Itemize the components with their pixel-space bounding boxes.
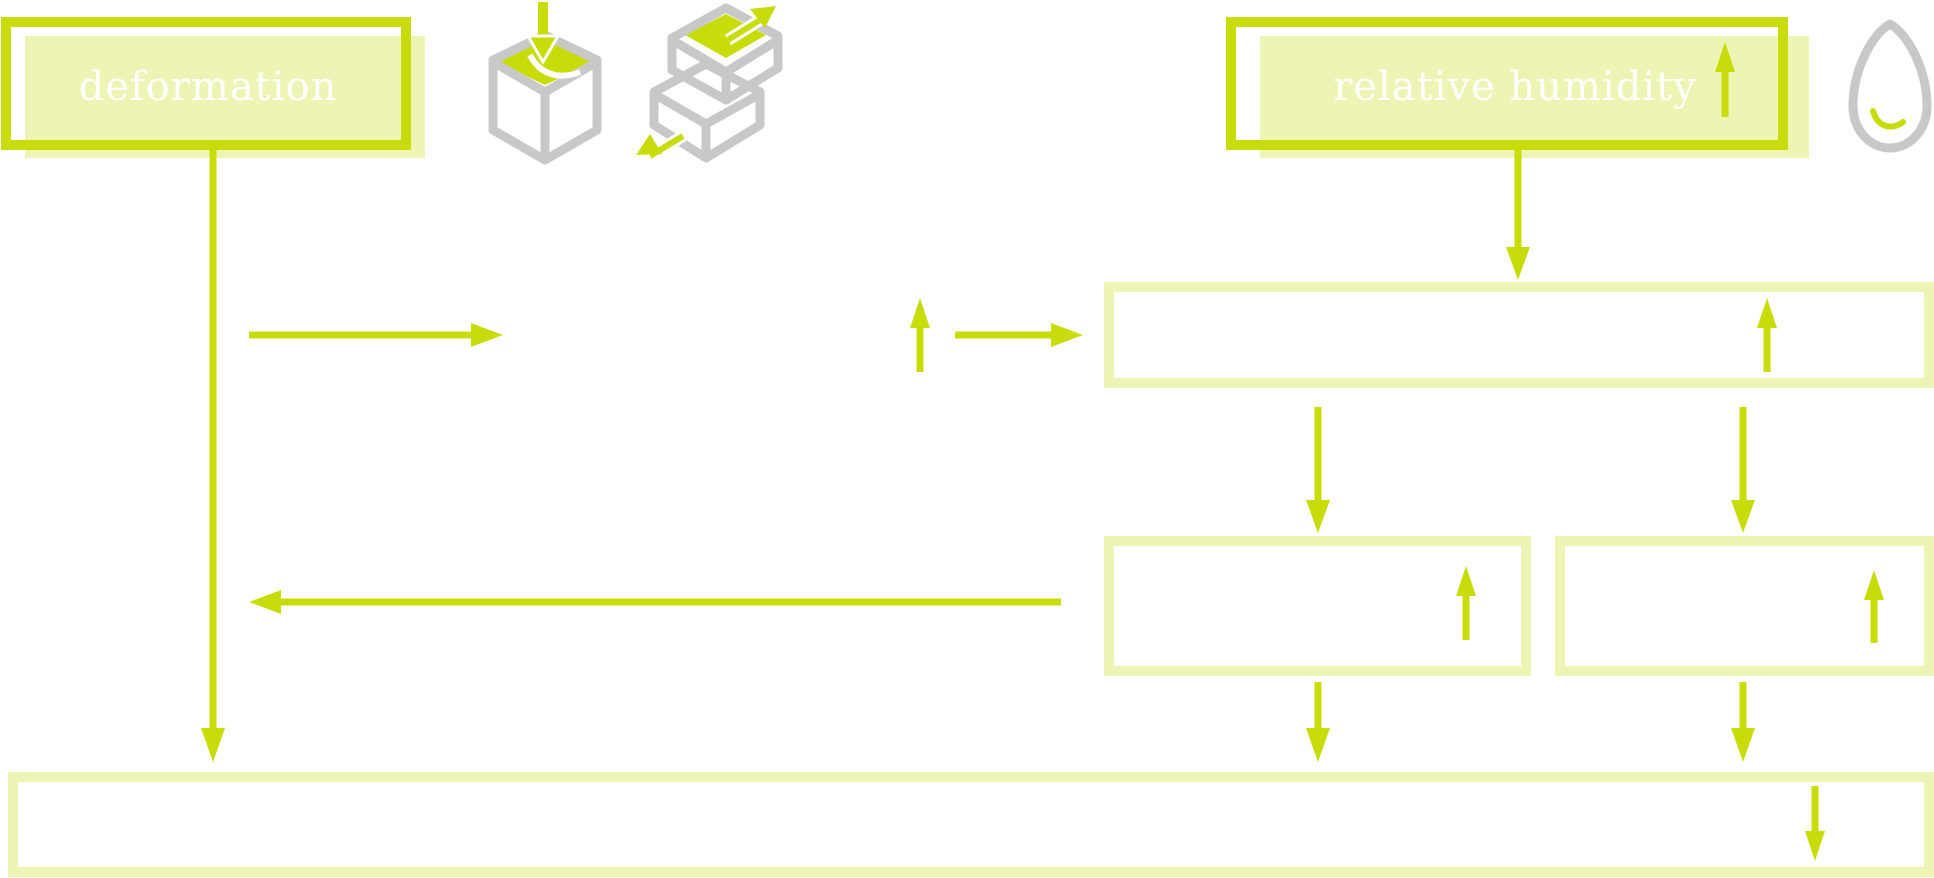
connector-stage-to-mid-left [1306, 407, 1330, 533]
connector-stage-to-mid-right [1731, 407, 1755, 533]
arrow-up-icon [1715, 42, 1735, 117]
box-compression-icon [488, 2, 602, 165]
arrow-up-icon [1456, 566, 1476, 640]
connector-mid-right-to-result [1731, 682, 1755, 762]
node-stage-mid-right[interactable] [1555, 536, 1934, 676]
connector-row-arrow-1 [249, 323, 503, 347]
connector-feedback-to-left [249, 590, 1061, 614]
arrow-down-icon [1805, 786, 1825, 861]
node-stage-mid-right-frame [1555, 536, 1934, 676]
node-relative-humidity-label: relative humidity [1333, 64, 1697, 110]
node-result-bottom-frame [8, 772, 1934, 877]
node-deformation[interactable]: deformation [1, 17, 425, 158]
arrow-up-icon [910, 298, 930, 372]
node-deformation-shadow [25, 36, 425, 158]
node-deformation-frame [1, 17, 411, 150]
node-stage-top-right-frame [1104, 282, 1934, 388]
node-stage-mid-left-frame [1104, 536, 1531, 676]
node-stage-top-right[interactable] [1104, 282, 1934, 388]
arrow-up-icon [1864, 570, 1884, 643]
node-deformation-label: deformation [79, 64, 338, 110]
node-relative-humidity-frame [1226, 17, 1788, 150]
node-stage-mid-left[interactable] [1104, 536, 1531, 676]
node-result-bottom[interactable] [8, 772, 1934, 877]
connector-deformation-to-result [201, 148, 225, 762]
node-relative-humidity-shadow [1260, 36, 1809, 158]
arrow-up-icon [1757, 298, 1777, 372]
connector-row-arrow-2 [955, 323, 1083, 347]
stacked-boxes-shear-icon [636, 3, 783, 163]
connector-mid-left-to-result [1306, 682, 1330, 762]
node-relative-humidity[interactable]: relative humidity [1226, 17, 1809, 158]
water-drop-icon [1848, 19, 1932, 153]
connector-humidity-to-stage [1506, 148, 1530, 280]
